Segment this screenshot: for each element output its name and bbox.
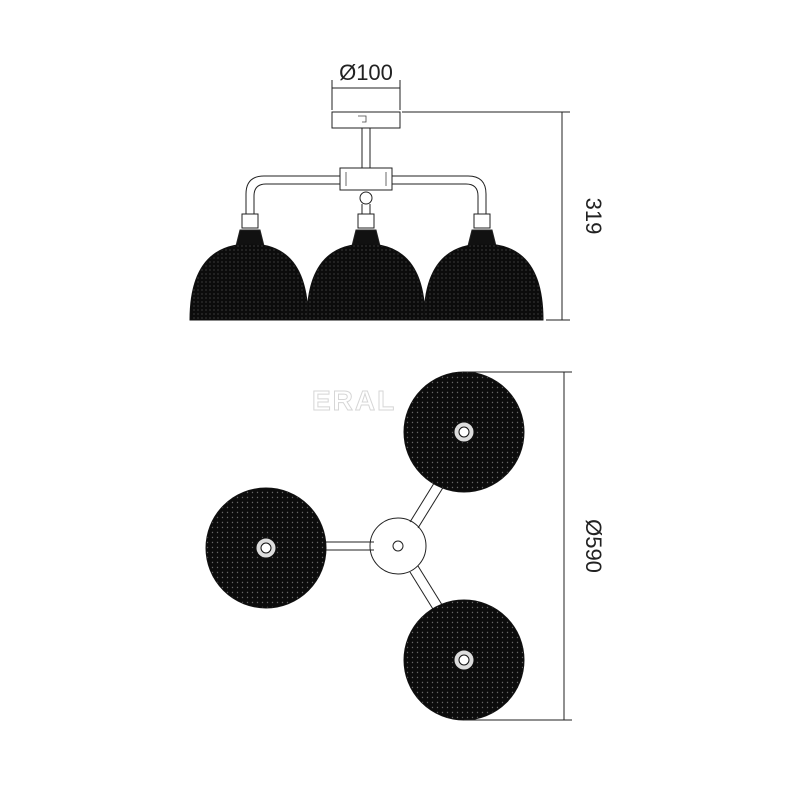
- top-width-label: Ø100: [339, 60, 393, 85]
- watermark-text: ERAL: [312, 385, 396, 416]
- socket-center: [351, 213, 381, 247]
- shade-left-side: [189, 243, 309, 321]
- left-arm: [245, 175, 340, 214]
- shade-center-side: [306, 243, 426, 321]
- arm-hub: [339, 167, 393, 191]
- top-view: Ø590: [205, 371, 606, 721]
- shade-top-upper-right: [403, 371, 525, 493]
- height-label: 319: [581, 198, 606, 235]
- height-dimension: 319: [402, 111, 606, 321]
- shade-top-lower-right: [403, 599, 525, 721]
- shade-top-left: [205, 487, 327, 609]
- hub-top-view: [369, 517, 427, 575]
- side-view: Ø100: [189, 60, 606, 321]
- top-width-dimension: Ø100: [331, 60, 401, 110]
- shade-right-side: [423, 243, 544, 321]
- socket-right: [467, 213, 497, 247]
- right-arm: [392, 175, 487, 214]
- ceiling-canopy: [331, 111, 401, 129]
- diameter-dimension: Ø590: [464, 371, 606, 721]
- socket-left: [235, 213, 265, 247]
- diameter-label: Ø590: [581, 519, 606, 573]
- top-arms: [322, 479, 445, 615]
